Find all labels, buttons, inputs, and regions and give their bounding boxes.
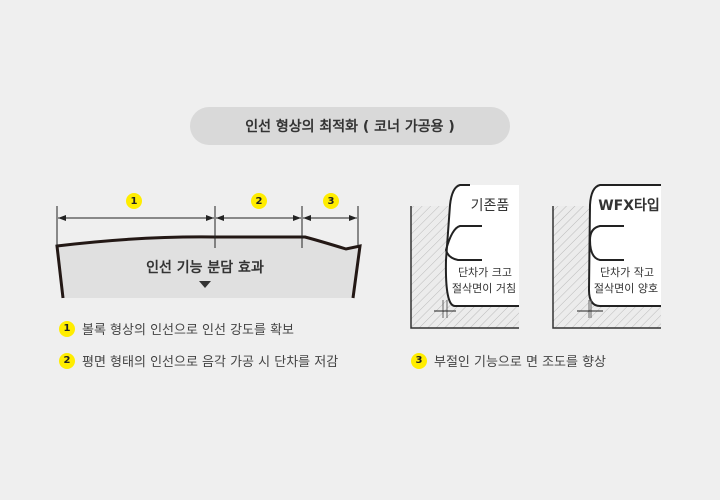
legend-marker: 1 xyxy=(59,320,75,337)
legend-item-1: 1 볼록 형상의 인선으로 인선 강도를 확보 xyxy=(59,319,294,338)
down-arrow-icon xyxy=(199,281,211,288)
legend-text: 부절인 기능으로 면 조도를 향상 xyxy=(434,355,607,370)
marker-1: 1 xyxy=(126,193,142,209)
center-label: 인선 기능 분담 효과 xyxy=(146,260,264,276)
wfx-name: WFX타입 xyxy=(598,198,660,214)
conventional-name: 기존품 xyxy=(470,198,510,214)
marker-3: 3 xyxy=(323,193,339,209)
wfx-desc-1: 단차가 작고 xyxy=(599,266,655,279)
legend-item-2: 2 평면 형태의 인선으로 음각 가공 시 단차를 저감 xyxy=(59,351,338,370)
legend-marker: 3 xyxy=(411,352,427,369)
wfx-desc-2: 절삭면이 양호 xyxy=(593,282,659,295)
conventional-desc-1: 단차가 크고 xyxy=(457,266,513,279)
title-pill: 인선 형상의 최적화 ( 코너 가공용 ) xyxy=(190,107,510,145)
legend-item-3: 3 부절인 기능으로 면 조도를 향상 xyxy=(411,351,606,370)
conventional-diagram xyxy=(410,184,519,329)
legend-text: 평면 형태의 인선으로 음각 가공 시 단차를 저감 xyxy=(82,355,339,370)
legend-text: 볼록 형상의 인선으로 인선 강도를 확보 xyxy=(82,323,295,338)
conventional-desc-2: 절삭면이 거침 xyxy=(451,282,517,295)
title: 인선 형상의 최적화 ( 코너 가공용 ) xyxy=(245,119,455,135)
wfx-diagram xyxy=(552,184,661,329)
marker-2: 2 xyxy=(251,193,267,209)
cutting-edge-diagram xyxy=(55,206,362,299)
legend-marker: 2 xyxy=(59,352,75,369)
